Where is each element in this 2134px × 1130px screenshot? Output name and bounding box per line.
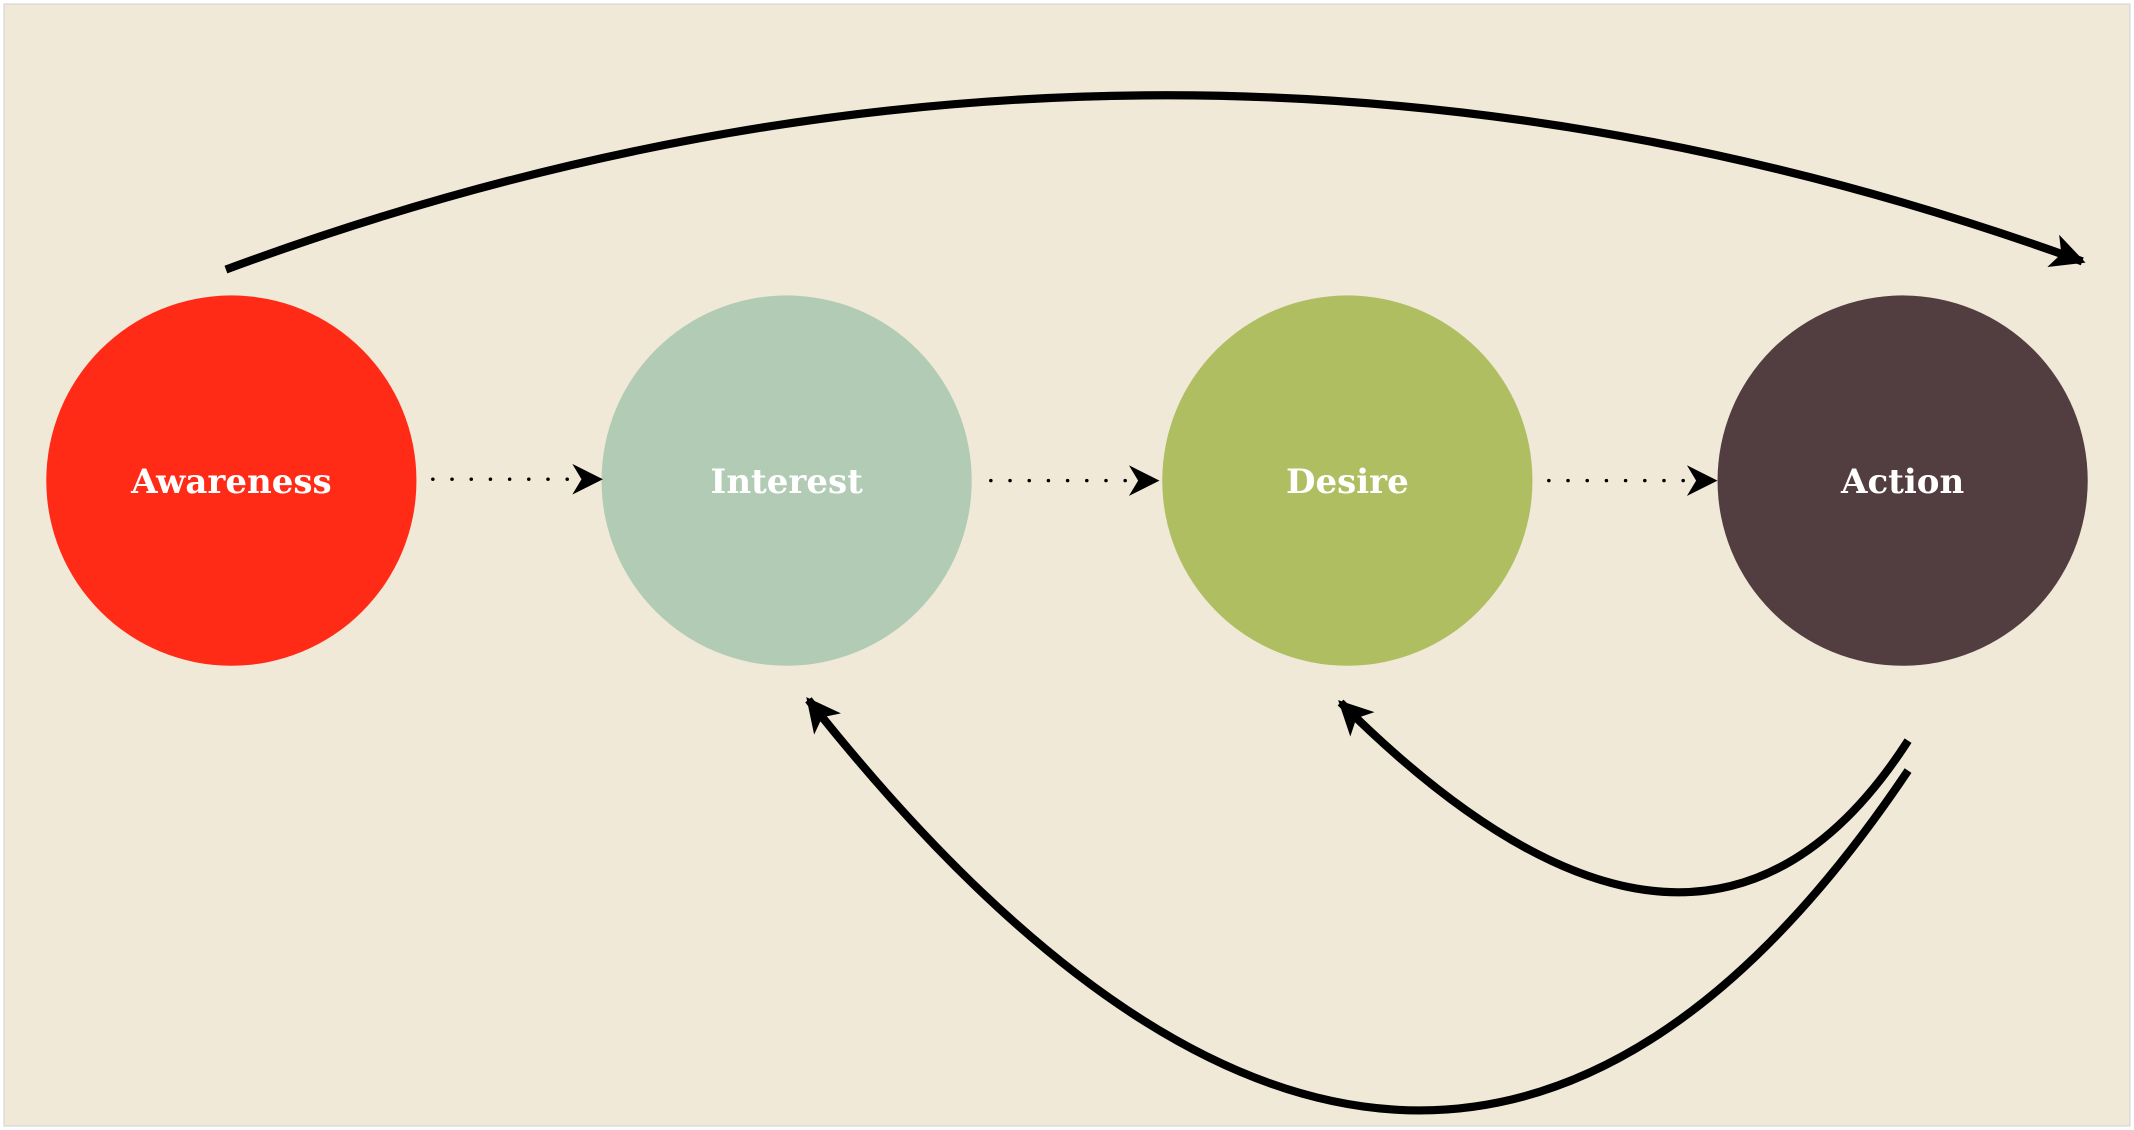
stage-awareness: Awareness [46, 295, 417, 666]
awareness-circle [46, 295, 417, 666]
awareness-label: Awareness [130, 462, 332, 502]
stage-desire: Desire [1162, 295, 1533, 666]
arrow-action-to-interest [805, 697, 1912, 1115]
desire-circle [1162, 295, 1533, 666]
interest-label: Interest [710, 462, 863, 502]
action-label: Action [1840, 462, 1964, 502]
desire-label: Desire [1286, 462, 1409, 502]
arrow-awareness-to-action [224, 91, 2086, 274]
stage-action: Action [1717, 295, 2088, 666]
stage-interest: Interest [601, 295, 972, 666]
interest-circle [601, 295, 972, 666]
action-circle [1717, 295, 2088, 666]
arrow-action-to-desire [1337, 699, 1912, 897]
